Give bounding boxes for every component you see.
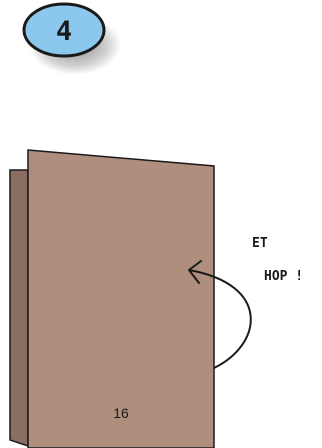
caption-line-1: ET — [252, 236, 268, 251]
caption: ET HOP ! — [252, 236, 303, 284]
booklet-back-page — [9, 169, 29, 448]
fold-arrow-curve — [188, 269, 252, 369]
page-number: 16 — [113, 405, 129, 421]
fold-arrow-head-icon — [188, 260, 202, 284]
caption-line-2: HOP ! — [264, 269, 303, 284]
step-badge-circle — [22, 2, 106, 58]
step-number: 4 — [56, 16, 72, 47]
fold-arrow — [188, 260, 252, 369]
step-badge: 4 — [22, 2, 121, 75]
booklet-front-page — [27, 149, 215, 448]
booklet: 16 — [9, 149, 215, 448]
